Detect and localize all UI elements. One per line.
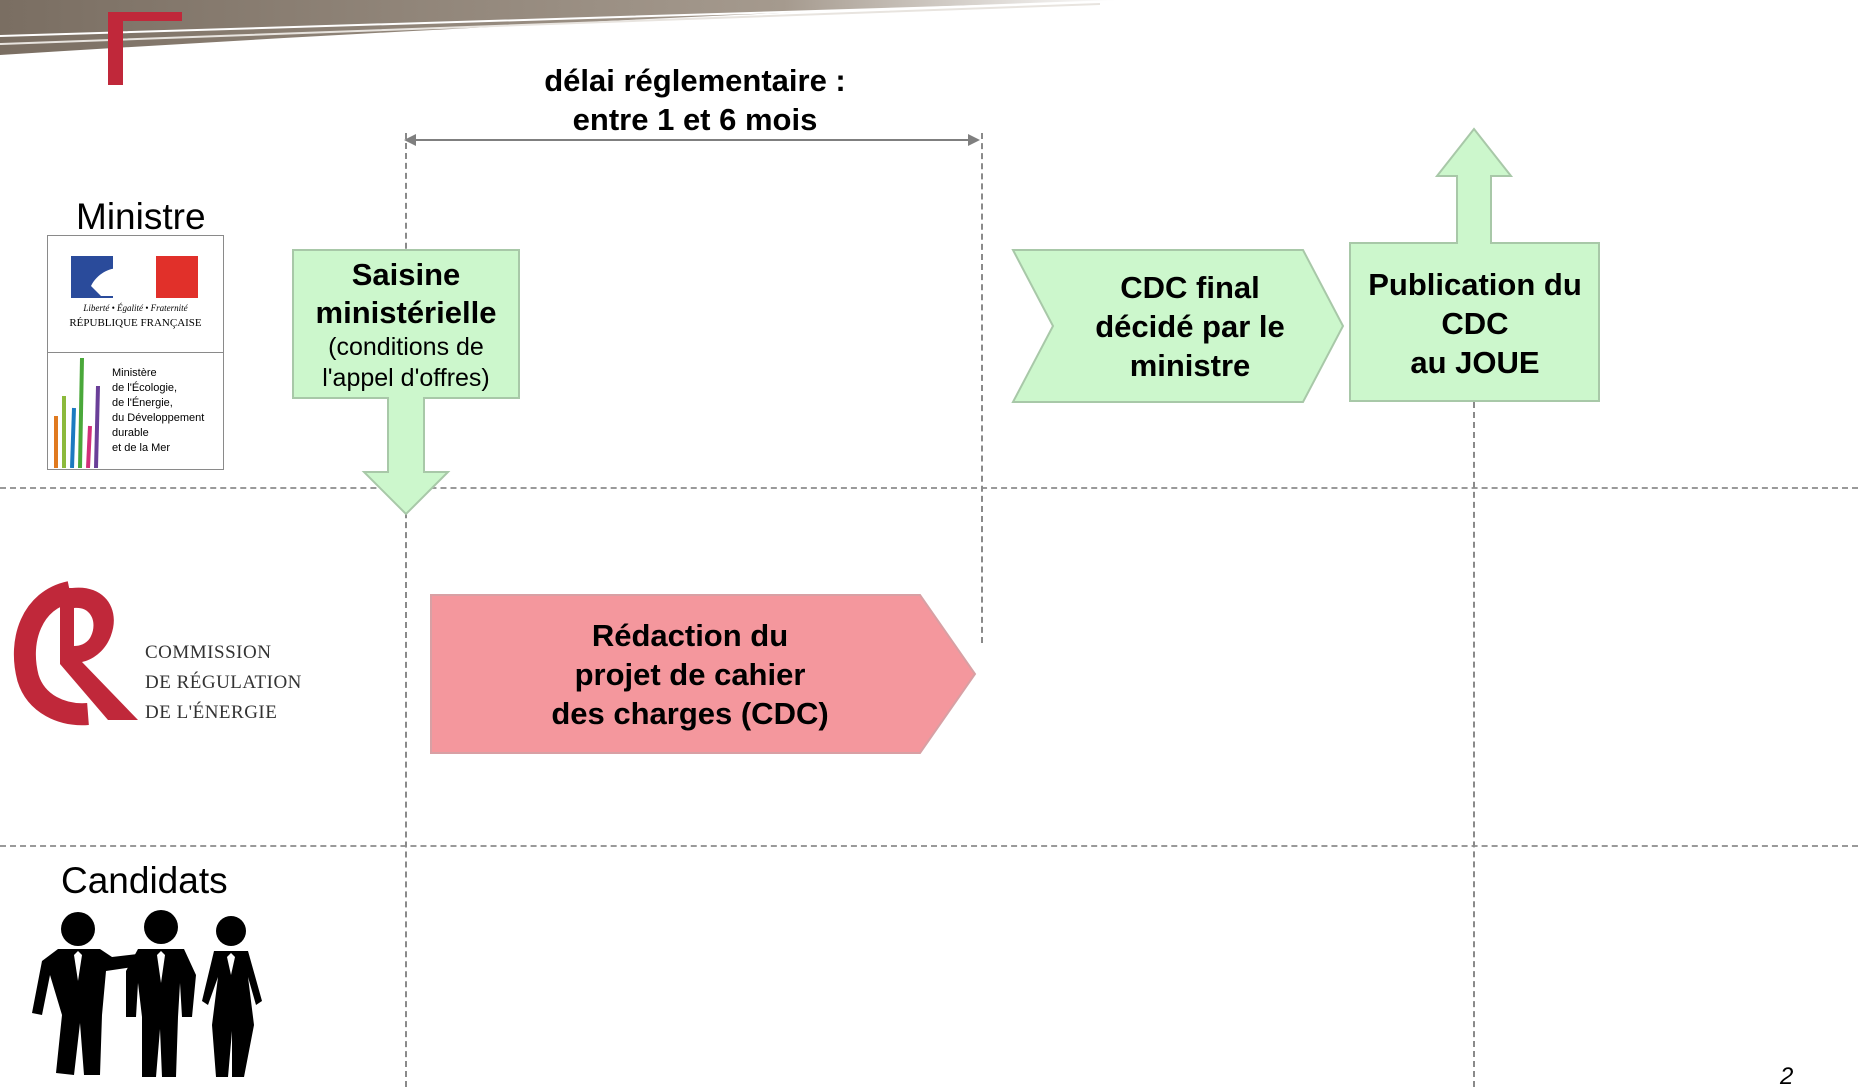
cdc-final-line1: CDC final — [1120, 269, 1260, 305]
saisine-sub2: l'appel d'offres) — [322, 363, 490, 392]
ministry-line: durable — [112, 427, 149, 439]
saisine-title1: Saisine — [351, 256, 461, 292]
ministry-line: de l'Énergie, — [112, 397, 173, 409]
ministry-line: Ministère — [112, 367, 157, 379]
timeline-line-publication — [1473, 402, 1475, 1087]
cre-logo: COMMISSION DE RÉGULATION DE L'ÉNERGIE — [10, 580, 330, 730]
lane-label-ministre: Ministre — [76, 196, 206, 237]
cdc-final-shape — [1011, 249, 1345, 403]
ministry-line: de l'Écologie, — [112, 382, 178, 394]
logo-divider — [48, 352, 223, 353]
publication-line2: CDC — [1441, 305, 1509, 341]
cre-logo-icon — [13, 581, 138, 726]
republique-text: RÉPUBLIQUE FRANÇAISE — [69, 317, 202, 329]
redaction-line1: Rédaction du — [591, 617, 789, 653]
saisine-shape — [292, 249, 520, 516]
redaction-line2: projet de cahier — [574, 656, 806, 692]
cre-line1: COMMISSION — [145, 642, 272, 663]
accent-bar-v — [108, 12, 123, 85]
motto-text: Liberté • Égalité • Fraternité — [83, 303, 188, 313]
cre-line3: DE L'ÉNERGIE — [145, 702, 278, 723]
redaction-shape — [430, 594, 977, 754]
ministry-text: Ministère de l'Écologie, de l'Énergie, d… — [112, 366, 204, 456]
accent-bar-h — [108, 12, 182, 21]
saisine-text: Saisine ministérielle (conditions de l'a… — [293, 252, 519, 397]
delay-label: délai réglementaire : entre 1 et 6 mois — [480, 60, 910, 140]
page-number: 2 — [1780, 1063, 1794, 1090]
saisine-sub1: (conditions de — [328, 332, 484, 361]
header-decoration — [0, 0, 1120, 85]
cre-line2: DE RÉGULATION — [145, 672, 302, 693]
redaction-line3: des charges (CDC) — [551, 695, 829, 731]
lane-separator-2 — [0, 845, 1858, 847]
cdc-final-text: CDC final décidé par le ministre — [1060, 252, 1320, 400]
marianne-flag-icon — [71, 256, 198, 298]
publication-shape — [1349, 127, 1600, 402]
redaction-text: Rédaction du projet de cahier des charge… — [470, 597, 910, 751]
cdc-final-line3: ministre — [1129, 347, 1251, 383]
lane-separator-1 — [0, 487, 1858, 489]
ministry-logo: Liberté • Égalité • Fraternité RÉPUBLIQU… — [47, 235, 224, 470]
lane-label-candidats: Candidats — [61, 860, 228, 901]
ministry-line: du Développement — [112, 412, 205, 424]
cre-logo-text: COMMISSION DE RÉGULATION DE L'ÉNERGIE — [145, 638, 302, 728]
timeline-line-start — [405, 133, 407, 1087]
publication-text: Publication du CDC au JOUE — [1352, 248, 1598, 398]
ministry-stripes-icon — [54, 357, 100, 468]
delay-label-line2: entre 1 et 6 mois — [572, 102, 818, 137]
ministry-line: et de la Mer — [112, 442, 171, 454]
publication-line1: Publication du — [1368, 266, 1582, 302]
saisine-title2: ministérielle — [315, 294, 497, 330]
delay-double-arrow — [404, 134, 980, 146]
delay-label-line1: délai réglementaire : — [544, 63, 846, 98]
cdc-final-line2: décidé par le — [1095, 308, 1285, 344]
business-people-icon — [32, 910, 262, 1077]
timeline-line-end — [981, 133, 983, 643]
publication-line3: au JOUE — [1410, 344, 1540, 380]
